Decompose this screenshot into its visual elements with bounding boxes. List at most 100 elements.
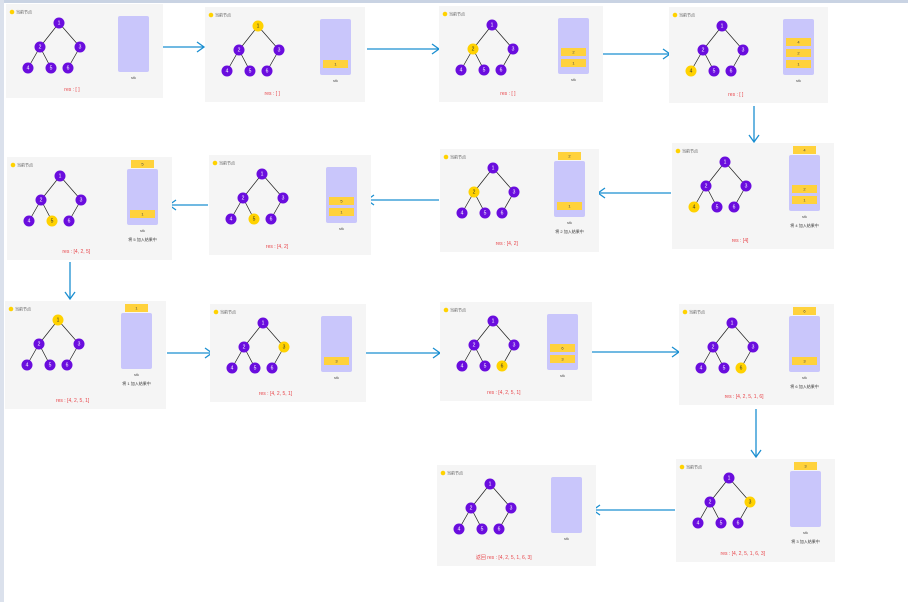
step-note: 将 3 加入结果中 — [791, 538, 819, 544]
tree-node-2 — [700, 180, 712, 192]
tree-node-4 — [453, 523, 465, 535]
popped-item — [793, 146, 816, 154]
stack-item-label: 3 — [335, 359, 338, 364]
legend-label: 当前节点 — [689, 309, 705, 315]
tree-node-6 — [496, 360, 508, 372]
tree-node-label: 6 — [733, 205, 736, 211]
tree-node-5 — [711, 201, 723, 213]
popped-item — [794, 462, 817, 470]
tree-node-label: 4 — [700, 366, 703, 372]
tree-node-label: 1 — [58, 21, 61, 27]
flow-arrow — [365, 194, 439, 206]
legend-label: 当前节点 — [215, 12, 231, 18]
stack-label: stk — [567, 220, 572, 225]
tree-node-3 — [73, 338, 85, 350]
legend-label: 当前节点 — [220, 309, 236, 315]
legend-current-dot — [443, 154, 449, 160]
tree-node-label: 2 — [473, 343, 476, 349]
result-text: res : [4, 2, 5] — [62, 249, 90, 255]
popped-item-label: 4 — [803, 148, 806, 153]
legend-label: 当前节点 — [17, 162, 33, 168]
tree-node-label: 5 — [713, 69, 716, 75]
tree-node-2 — [697, 44, 709, 56]
tree-node-1 — [486, 19, 498, 31]
stack-item — [786, 38, 811, 46]
tree-node-label: 3 — [278, 48, 281, 54]
tree-node-4 — [225, 213, 237, 225]
tree-node-label: 5 — [484, 211, 487, 217]
tree-node-label: 3 — [752, 345, 755, 351]
tree-node-label: 6 — [501, 211, 504, 217]
tree-node-2 — [704, 496, 716, 508]
flow-arrow — [603, 48, 672, 60]
tree-node-6 — [728, 201, 740, 213]
stack-label: stk — [802, 214, 807, 219]
tree-node-2 — [233, 44, 245, 56]
stack-item — [561, 59, 586, 67]
stack-item — [792, 357, 817, 365]
tree-node-5 — [45, 62, 57, 74]
tree-node-1 — [484, 478, 496, 490]
tree-node-2 — [465, 502, 477, 514]
stack-item-label: 2 — [803, 187, 806, 192]
tree-node-label: 5 — [484, 364, 487, 370]
stack-item-label: 1 — [797, 62, 800, 67]
stack-label: stk — [803, 530, 808, 535]
result-text: res : [ ] — [500, 91, 516, 97]
tree-node-1 — [723, 472, 735, 484]
stack-item-label: 6 — [561, 346, 564, 351]
stack-item-label: 1 — [141, 212, 144, 217]
stack-label: stk — [560, 373, 565, 378]
tree-node-label: 5 — [51, 219, 54, 225]
tree-node-label: 6 — [67, 66, 70, 72]
stack-item — [557, 202, 582, 210]
tree-node-label: 2 — [702, 48, 705, 54]
tree-node-3 — [508, 339, 520, 351]
result-text: res : [4, 2, 5, 1, 6, 3] — [721, 551, 766, 557]
stack-item — [323, 60, 348, 68]
tree-node-label: 5 — [50, 66, 53, 72]
legend-current-dot — [9, 9, 15, 15]
legend-current-dot — [679, 464, 685, 470]
stack-label: stk — [802, 375, 807, 380]
legend-current-dot — [672, 12, 678, 18]
stack-label: stk — [571, 77, 576, 82]
tree-node-label: 6 — [730, 69, 733, 75]
arrows-layer — [64, 41, 762, 516]
stack-box — [790, 471, 821, 527]
tree-node-5 — [479, 207, 491, 219]
legend-label: 当前节点 — [15, 306, 31, 312]
tree-node-label: 2 — [472, 47, 475, 53]
flow-arrow — [366, 347, 442, 359]
legend-label: 当前节点 — [447, 470, 463, 476]
tree-node-label: 4 — [26, 363, 29, 369]
flow-arrow — [592, 346, 681, 358]
tree-node-2 — [34, 41, 46, 53]
tree-node-5 — [46, 215, 58, 227]
tree-node-6 — [265, 213, 277, 225]
tree-node-label: 4 — [693, 205, 696, 211]
tree-node-label: 1 — [724, 160, 727, 166]
tree-node-label: 1 — [731, 321, 734, 327]
tree-node-5 — [476, 523, 488, 535]
tree-node-label: 4 — [697, 521, 700, 527]
tree-node-label: 4 — [460, 68, 463, 74]
tree-node-3 — [273, 44, 285, 56]
popped-item — [125, 304, 148, 312]
tree-node-label: 1 — [492, 319, 495, 325]
tree-node-label: 5 — [723, 366, 726, 372]
tree-node-2 — [33, 338, 45, 350]
stack-item-label: 5 — [340, 199, 343, 204]
step-note: 将 1 加入结果中 — [122, 380, 150, 386]
tree-node-label: 1 — [257, 24, 260, 30]
tree-node-label: 5 — [716, 205, 719, 211]
